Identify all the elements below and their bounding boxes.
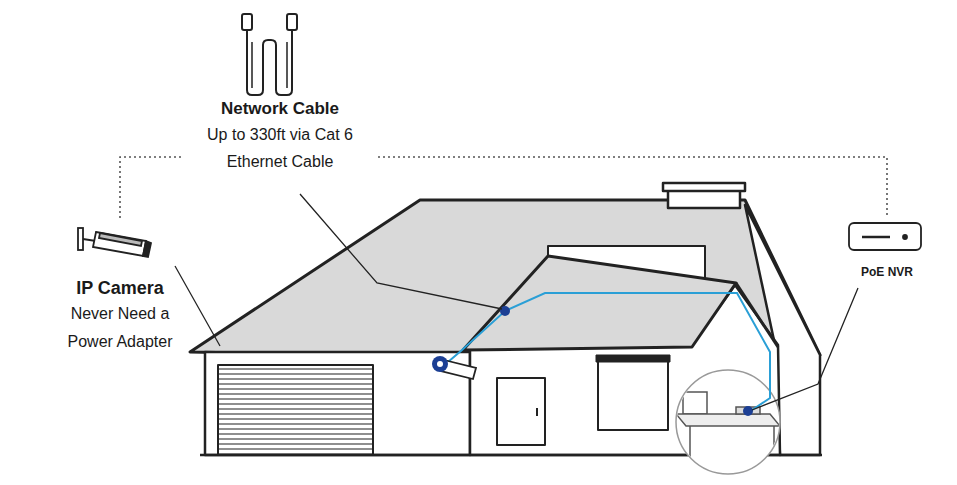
- node-body: Never Need a Power Adapter: [56, 300, 184, 356]
- nvr-label: PoE NVR: [837, 218, 937, 280]
- wall-camera: [432, 356, 476, 379]
- window-lintel: [596, 355, 670, 362]
- gable-edge: [736, 283, 778, 347]
- front-roof: [463, 256, 736, 350]
- camera-lens: [143, 241, 151, 257]
- table-leg: [773, 426, 775, 470]
- leader-line: [175, 266, 220, 346]
- room-inset: [676, 370, 780, 474]
- house: [190, 183, 822, 455]
- chimney-cap: [663, 183, 745, 191]
- node-heading: PoE NVR: [861, 264, 913, 280]
- table-top: [676, 414, 780, 426]
- camera-mount: [78, 228, 83, 250]
- wire-dot: [500, 306, 510, 316]
- dotted-connector: [120, 157, 182, 218]
- wall-camera-mount-center: [437, 361, 443, 367]
- garage-door: [218, 365, 373, 455]
- leader-line: [752, 288, 858, 410]
- nvr-box: [849, 223, 921, 250]
- wire-dot: [743, 406, 753, 416]
- cable-icon: [242, 14, 297, 95]
- garage-wall: [205, 352, 470, 455]
- camera-body: [93, 232, 146, 256]
- inset-circle: [676, 370, 780, 474]
- cable-loop: [252, 42, 287, 88]
- camera-icon: [78, 228, 151, 257]
- monitor: [683, 392, 707, 414]
- camera-hood: [99, 233, 142, 246]
- ethernet-wire: [448, 293, 770, 410]
- cable-neck: [247, 30, 292, 38]
- node-body: Up to 330ft via Cat 6 Ethernet Cable: [185, 121, 375, 175]
- door-handle: [536, 408, 538, 416]
- window: [598, 360, 668, 430]
- leader-line: [300, 194, 502, 309]
- nvr-slot: [862, 236, 890, 239]
- dotted-connector: [378, 157, 887, 218]
- node-heading: Network Cable: [221, 97, 339, 121]
- nvr-icon: [849, 223, 921, 250]
- front-door: [497, 378, 545, 445]
- node-heading: IP Camera: [76, 276, 164, 300]
- wall-camera-mount: [432, 356, 448, 372]
- chimney: [668, 190, 740, 208]
- camera-label: IP CameraNever Need a Power Adapter: [40, 218, 200, 356]
- nvr-led: [903, 235, 907, 239]
- cable-label: Network CableUp to 330ft via Cat 6 Ether…: [182, 10, 378, 175]
- table-leg: [689, 426, 691, 470]
- cable-plug: [287, 14, 297, 30]
- cable-loop: [247, 38, 292, 95]
- cable-plug: [242, 14, 252, 30]
